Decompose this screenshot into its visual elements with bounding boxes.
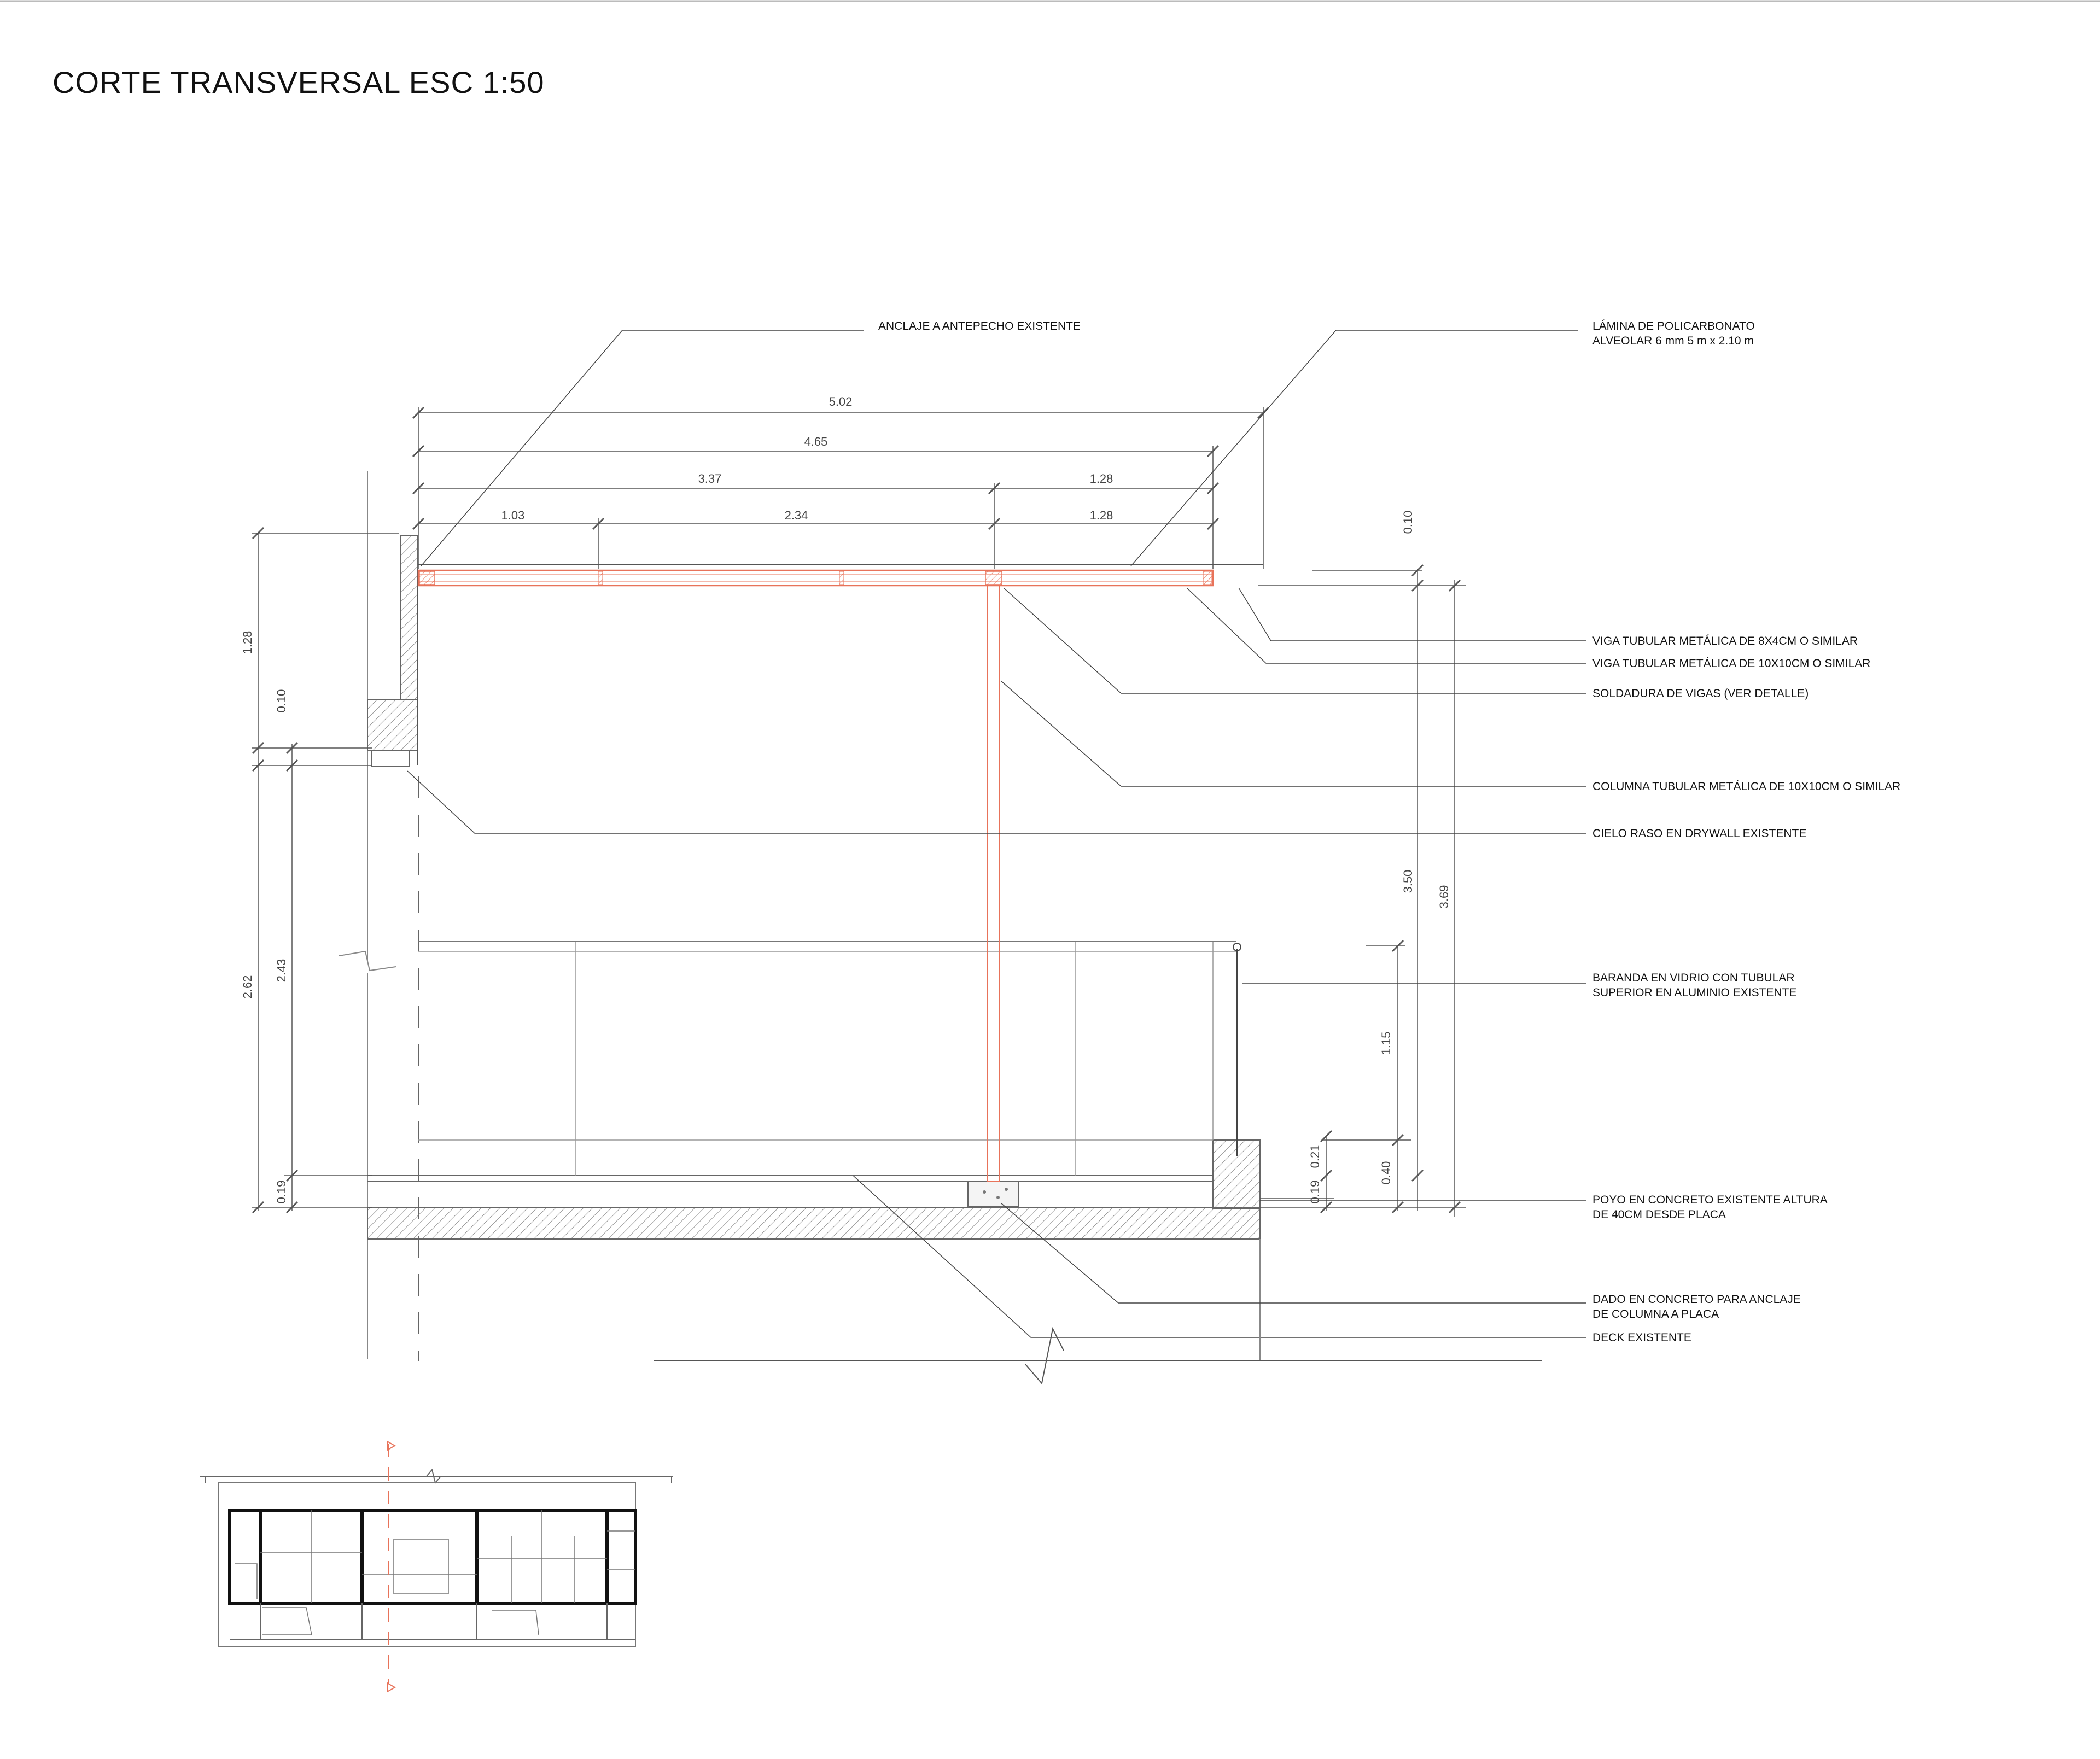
dim-right-021: 0.21 xyxy=(1308,1145,1322,1168)
parapet-hatch xyxy=(400,535,418,700)
concrete-block xyxy=(967,1181,1019,1207)
note-curb-2: DE 40CM DESDE PLACA xyxy=(1592,1208,1726,1221)
dim-128b: 1.28 xyxy=(1090,509,1113,522)
dim-128a: 1.28 xyxy=(1090,472,1113,486)
note-block-2: DE COLUMNA A PLACA xyxy=(1592,1308,1719,1320)
note-ceiling: CIELO RASO EN DRYWALL EXISTENTE xyxy=(1592,827,1806,840)
dim-left-128: 1.28 xyxy=(241,631,254,654)
note-curb-1: POYO EN CONCRETO EXISTENTE ALTURA xyxy=(1592,1194,1828,1206)
dim-502: 5.02 xyxy=(829,395,853,408)
floor-slab xyxy=(367,1207,1261,1240)
drawing-title: CORTE TRANSVERSAL ESC 1:50 xyxy=(52,65,545,100)
column xyxy=(987,585,1000,1182)
note-column: COLUMNA TUBULAR METÁLICA DE 10X10CM O SI… xyxy=(1592,780,1900,793)
note-polycarbonate-2: ALVEOLAR 6 mm 5 m x 2.10 m xyxy=(1592,335,1754,347)
dim-103: 1.03 xyxy=(501,509,525,522)
note-anchor: ANCLAJE A ANTEPECHO EXISTENTE xyxy=(878,320,1081,332)
dim-left-010: 0.10 xyxy=(275,689,288,713)
note-beam-8x4: VIGA TUBULAR METÁLICA DE 8X4CM O SIMILAR xyxy=(1592,635,1858,647)
glass-railing xyxy=(418,941,1241,1176)
dim-left-243: 2.43 xyxy=(275,959,288,983)
dim-right-350: 3.50 xyxy=(1401,870,1415,893)
note-welding: SOLDADURA DE VIGAS (VER DETALLE) xyxy=(1592,687,1809,700)
dim-337: 3.37 xyxy=(698,472,722,486)
note-deck: DECK EXISTENTE xyxy=(1592,1331,1691,1344)
note-railing-1: BARANDA EN VIDRIO CON TUBULAR xyxy=(1592,972,1795,984)
dim-left-262: 2.62 xyxy=(241,975,254,999)
key-plan xyxy=(200,1440,673,1693)
note-block-1: DADO EN CONCRETO PARA ANCLAJE xyxy=(1592,1293,1801,1306)
note-polycarbonate-1: LÁMINA DE POLICARBONATO xyxy=(1592,320,1755,332)
dim-left-019: 0.19 xyxy=(275,1181,288,1204)
new-structure xyxy=(417,564,1263,1182)
beam-hatch xyxy=(367,699,418,751)
note-railing-2: SUPERIOR EN ALUMINIO EXISTENTE xyxy=(1592,986,1796,999)
dim-465: 4.65 xyxy=(804,435,828,448)
dim-right-040: 0.40 xyxy=(1379,1161,1393,1185)
top-dimensions xyxy=(412,406,1270,569)
right-dimensions xyxy=(1258,564,1466,1217)
left-dimensions xyxy=(252,527,399,1214)
dim-234: 2.34 xyxy=(785,509,808,522)
roof-beam xyxy=(417,569,1214,587)
note-beam-10x10: VIGA TUBULAR METÁLICA DE 10X10CM O SIMIL… xyxy=(1592,657,1870,670)
dim-right-010: 0.10 xyxy=(1401,511,1415,534)
leader-lines xyxy=(407,330,1586,1338)
dim-right-115: 1.15 xyxy=(1379,1032,1393,1055)
dim-right-369: 3.69 xyxy=(1437,885,1451,909)
existing-wall xyxy=(339,471,418,1359)
